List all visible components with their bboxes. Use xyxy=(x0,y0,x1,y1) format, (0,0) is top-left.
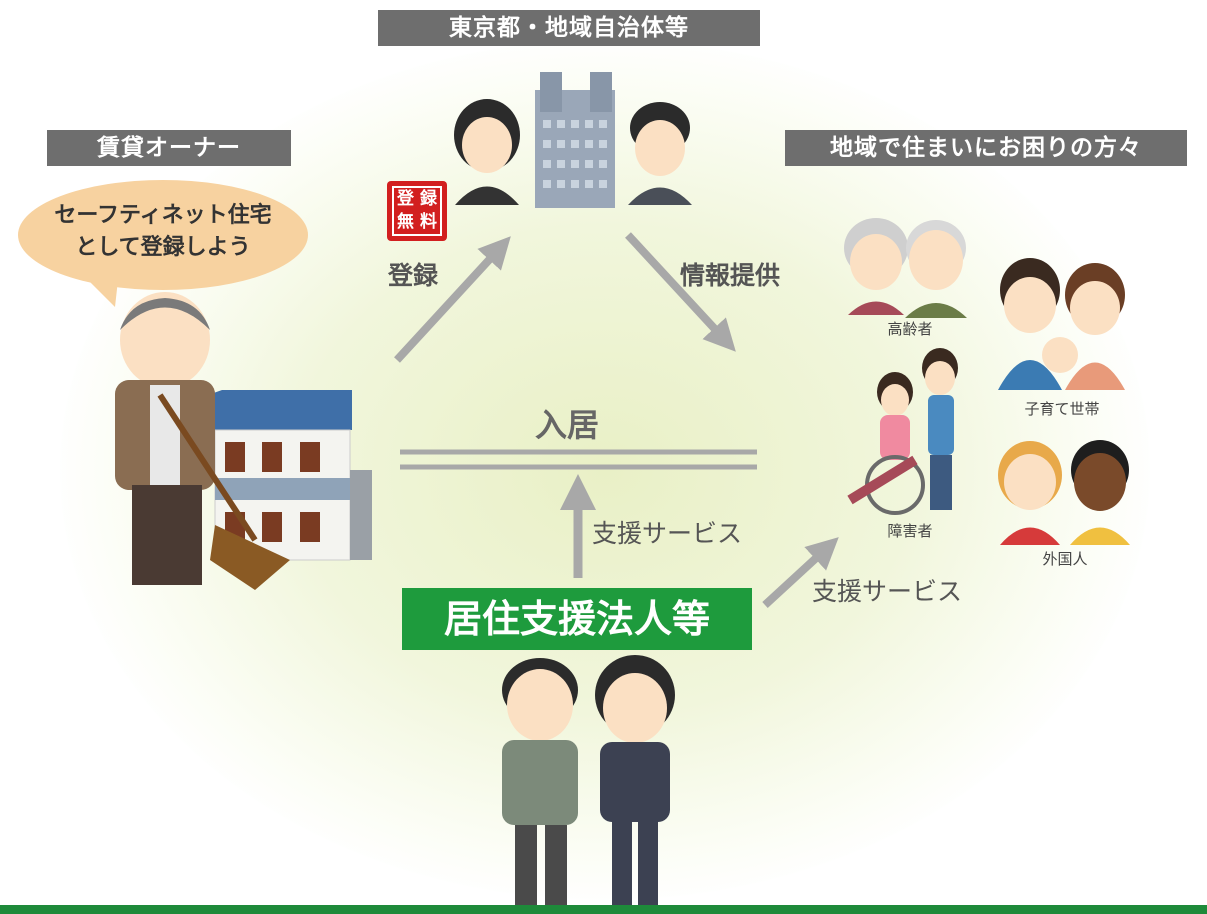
foreign-label: 外国人 xyxy=(1042,550,1088,568)
support-label-2: 支援サービス xyxy=(812,577,963,606)
support-staff-man-icon xyxy=(502,658,578,905)
stamp-char: 無 xyxy=(397,212,414,232)
government-label: 東京都・地域自治体等 xyxy=(378,10,760,46)
speech-bubble-line2: として登録しよう xyxy=(75,235,251,260)
support-arrow-right xyxy=(762,537,839,608)
government-building-icon xyxy=(535,72,615,208)
elderly-couple-icon xyxy=(844,218,967,318)
speech-bubble-tail xyxy=(70,262,120,307)
stamp-char: 登 xyxy=(397,189,414,209)
stamp-char: 録 xyxy=(420,189,437,209)
info-label: 情報提供 xyxy=(680,261,781,290)
speech-bubble xyxy=(18,180,308,290)
disabled-label: 障害者 xyxy=(887,522,933,540)
move-in-label: 入居 xyxy=(535,406,600,444)
owner-label: 賃貸オーナー xyxy=(47,130,291,166)
bottom-bar xyxy=(0,905,1207,914)
register-label: 登録 xyxy=(388,261,439,290)
move-in-double-line xyxy=(400,449,757,470)
support-corp-box: 居住支援法人等 xyxy=(402,588,752,650)
register-arrow xyxy=(394,236,511,363)
family-with-baby-icon xyxy=(998,258,1125,390)
foreign-residents-icon xyxy=(998,440,1130,545)
support-label-1: 支援サービス xyxy=(592,519,743,548)
stamp-char: 料 xyxy=(420,212,437,232)
info-arrow xyxy=(625,232,736,352)
landlord-man-icon xyxy=(115,292,290,590)
speech-bubble-line1: セーフティネット住宅 xyxy=(54,203,272,228)
elderly-label: 高齢者 xyxy=(887,320,933,338)
childcare-label: 子育て世帯 xyxy=(1024,400,1100,418)
speech-bubble-text: セーフティネット住宅 として登録しよう xyxy=(18,200,308,264)
official-woman-icon xyxy=(454,99,520,205)
residents-label: 地域で住まいにお困りの方々 xyxy=(785,130,1187,166)
free-registration-stamp: 登 録 無 料 xyxy=(387,181,447,241)
official-man-icon xyxy=(628,102,692,205)
wheelchair-user-icon xyxy=(847,348,958,515)
support-staff-woman-icon xyxy=(595,655,675,905)
